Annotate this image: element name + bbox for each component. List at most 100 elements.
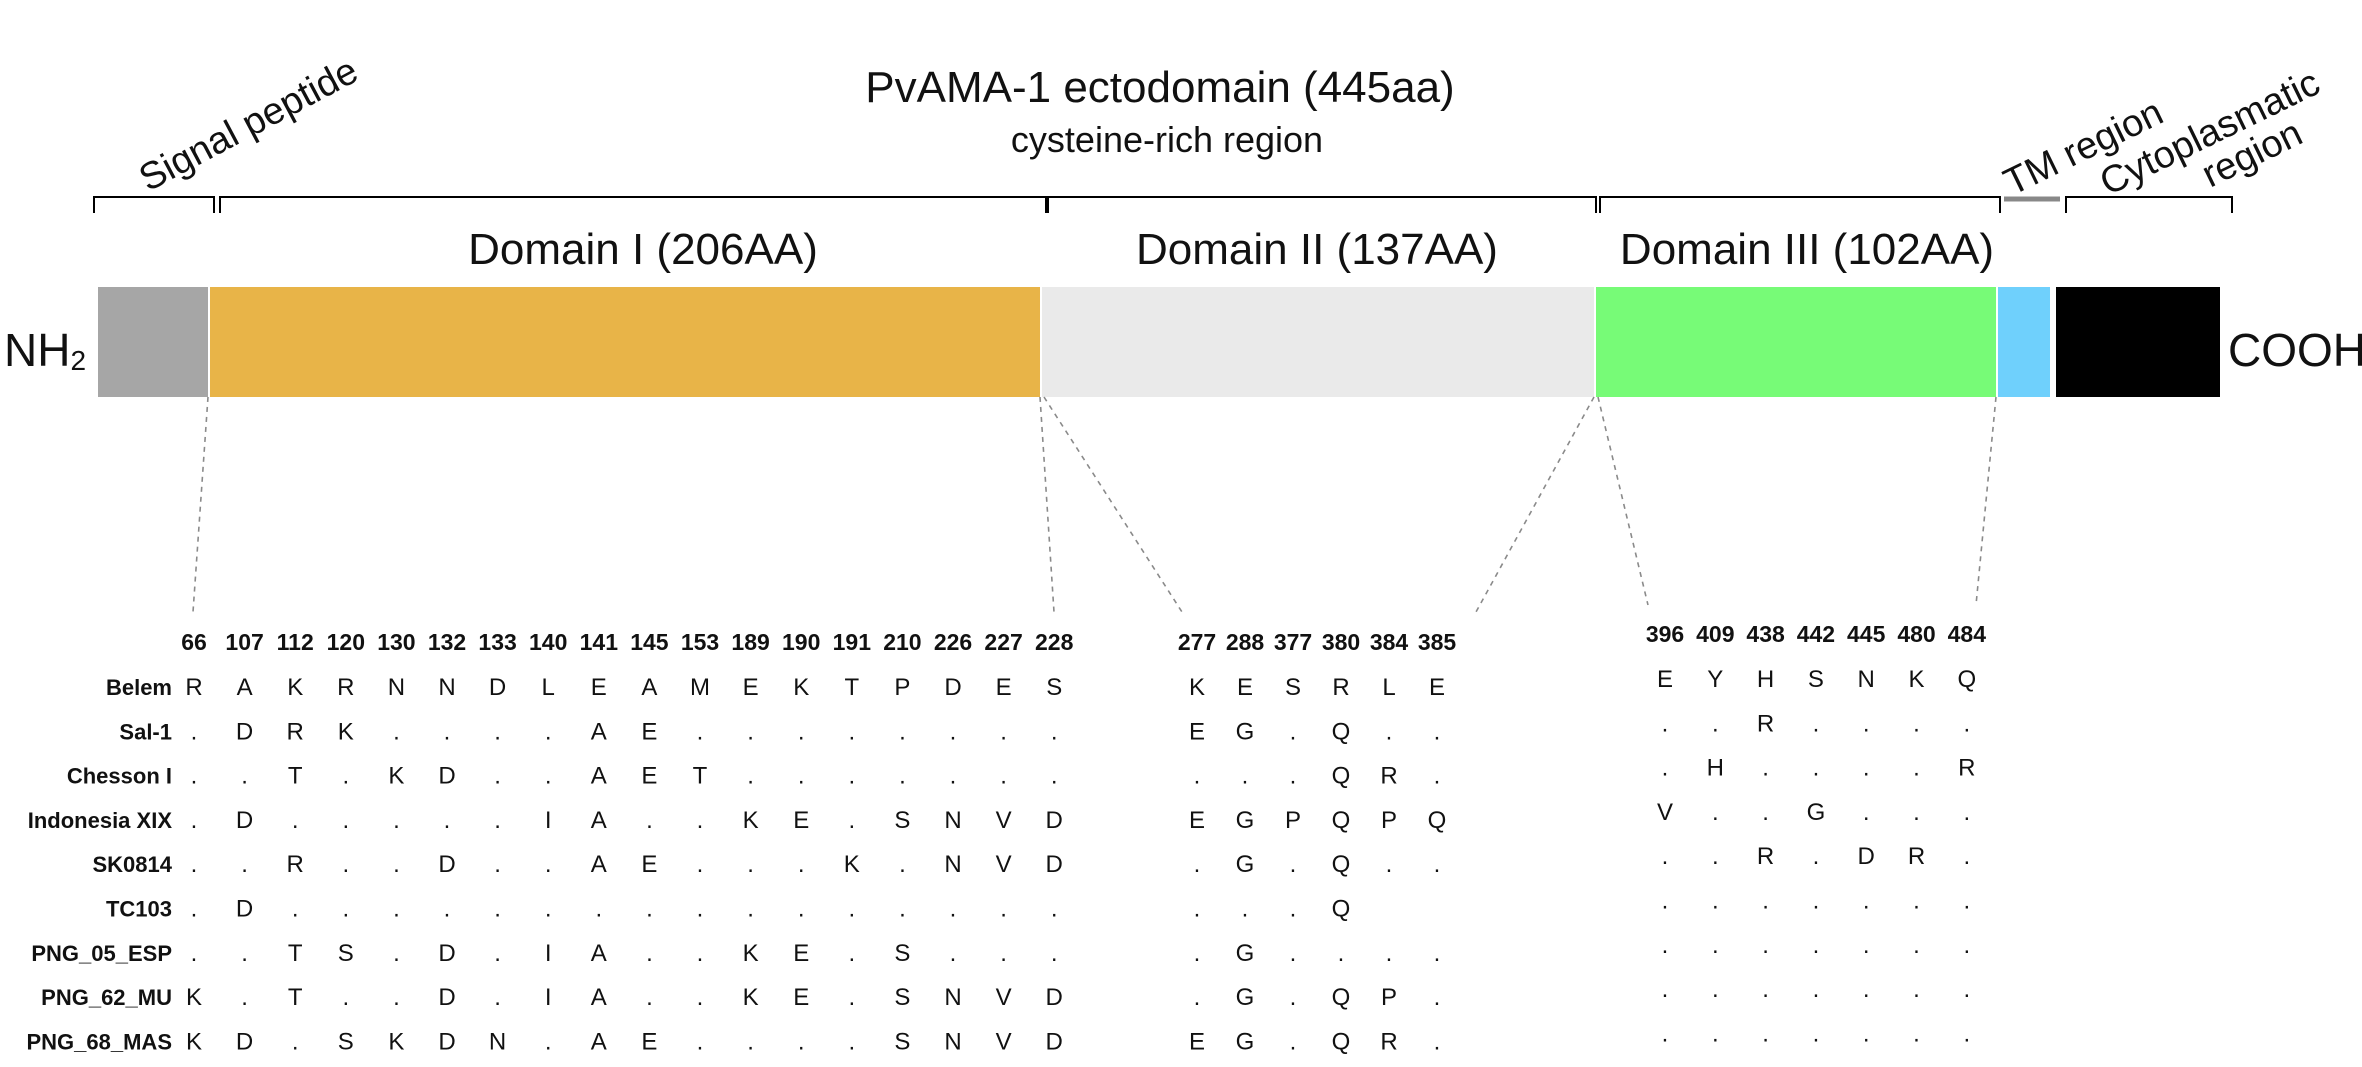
- residue-cell: R: [1908, 843, 1925, 870]
- residue-cell: .: [1813, 755, 1820, 782]
- domain2-bracket: [1047, 196, 1597, 213]
- residue-position: 190: [782, 629, 820, 655]
- residue-cell: A: [591, 718, 607, 745]
- residue-cell: .: [1913, 932, 1920, 959]
- residue-cell: S: [338, 940, 354, 967]
- residue-cell: V: [1657, 799, 1673, 826]
- residue-cell: .: [697, 940, 704, 967]
- signal-peptide-label: Signal peptide: [133, 50, 365, 200]
- residue-cell: .: [292, 896, 299, 923]
- residue-cell: .: [1662, 888, 1669, 915]
- residue-cell: .: [798, 851, 805, 878]
- residue-cell: .: [342, 763, 349, 790]
- residue-cell: N: [489, 1028, 506, 1055]
- residue-cell: .: [899, 763, 906, 790]
- residue-cell: .: [697, 1028, 704, 1055]
- residue-cell: A: [591, 763, 607, 790]
- residue-cell: .: [747, 763, 754, 790]
- residue-cell: .: [1290, 1028, 1297, 1055]
- residue-cell: .: [241, 940, 248, 967]
- residue-cell: A: [237, 674, 253, 701]
- residue-cell: .: [191, 718, 198, 745]
- residue-cell: .: [697, 984, 704, 1011]
- residue-position: 107: [225, 629, 263, 655]
- residue-cell: .: [1913, 799, 1920, 826]
- domain3-segment: [1596, 287, 1996, 397]
- residue-cell: A: [591, 1028, 607, 1055]
- residue-cell: S: [1808, 666, 1824, 693]
- residue-cell: .: [1386, 718, 1393, 745]
- residue-cell: .: [494, 984, 501, 1011]
- residue-cell: .: [950, 718, 957, 745]
- residue-cell: .: [747, 718, 754, 745]
- residue-cell: .: [342, 984, 349, 1011]
- strain-name: PNG_05_ESP: [31, 941, 172, 966]
- residue-cell: .: [1963, 710, 1970, 737]
- residue-cell: Q: [1332, 807, 1351, 834]
- residue-cell: .: [545, 851, 552, 878]
- residue-cell: E: [641, 718, 657, 745]
- residue-cell: .: [393, 807, 400, 834]
- residue-cell: N: [944, 851, 961, 878]
- residue-cell: E: [641, 763, 657, 790]
- residue-cell: L: [542, 674, 555, 701]
- residue-cell: .: [1712, 799, 1719, 826]
- residue-cell: T: [844, 674, 859, 701]
- residue-cell: .: [494, 896, 501, 923]
- residue-cell: K: [186, 1028, 202, 1055]
- residue-cell: .: [1712, 710, 1719, 737]
- residue-position: 396: [1646, 621, 1684, 647]
- cytoplasmic-segment: [2056, 287, 2220, 397]
- residue-cell: K: [743, 807, 759, 834]
- residue-cell: .: [1762, 799, 1769, 826]
- residue-position: 480: [1897, 621, 1935, 647]
- residue-cell: .: [848, 984, 855, 1011]
- residue-cell: .: [1051, 718, 1058, 745]
- residue-cell: R: [1332, 674, 1349, 701]
- residue-cell: N: [1858, 666, 1875, 693]
- residue-cell: S: [1285, 674, 1301, 701]
- residue-cell: A: [591, 807, 607, 834]
- residue-position: 130: [377, 629, 415, 655]
- residue-cell: M: [690, 674, 710, 701]
- residue-cell: .: [292, 1028, 299, 1055]
- residue-cell: .: [393, 940, 400, 967]
- residue-cell: .: [1662, 1020, 1669, 1047]
- residue-cell: D: [1046, 1028, 1063, 1055]
- residue-cell: .: [1194, 940, 1201, 967]
- residue-cell: .: [1963, 888, 1970, 915]
- residue-cell: D: [1858, 843, 1875, 870]
- connector-d3-start: [1597, 396, 1649, 606]
- residue-cell: A: [591, 984, 607, 1011]
- residue-cell: K: [287, 674, 303, 701]
- residue-cell: I: [545, 940, 552, 967]
- residue-cell: G: [1236, 807, 1255, 834]
- residue-cell: .: [1963, 976, 1970, 1003]
- residue-cell: .: [1963, 843, 1970, 870]
- residue-cell: P: [1381, 984, 1397, 1011]
- residue-position: 210: [883, 629, 921, 655]
- residue-cell: D: [1046, 807, 1063, 834]
- residue-cell: .: [595, 896, 602, 923]
- residue-cell: .: [1434, 940, 1441, 967]
- residue-cell: E: [743, 674, 759, 701]
- residue-cell: H: [1707, 755, 1724, 782]
- residue-cell: .: [1194, 851, 1201, 878]
- residue-cell: .: [1762, 888, 1769, 915]
- residue-cell: Q: [1332, 896, 1351, 923]
- residue-cell: .: [444, 718, 451, 745]
- residue-cell: .: [1863, 888, 1870, 915]
- residue-cell: H: [1757, 666, 1774, 693]
- residue-cell: .: [899, 896, 906, 923]
- residue-cell: E: [793, 984, 809, 1011]
- residue-cell: R: [185, 674, 202, 701]
- residue-cell: .: [798, 896, 805, 923]
- residue-cell: .: [1813, 710, 1820, 737]
- strain-name: Chesson I: [67, 764, 172, 789]
- connector-d2-start: [1043, 396, 1183, 613]
- residue-cell: R: [1757, 843, 1774, 870]
- residue-cell: E: [1189, 1028, 1205, 1055]
- residue-cell: .: [798, 763, 805, 790]
- residue-cell: E: [641, 851, 657, 878]
- residue-cell: .: [697, 807, 704, 834]
